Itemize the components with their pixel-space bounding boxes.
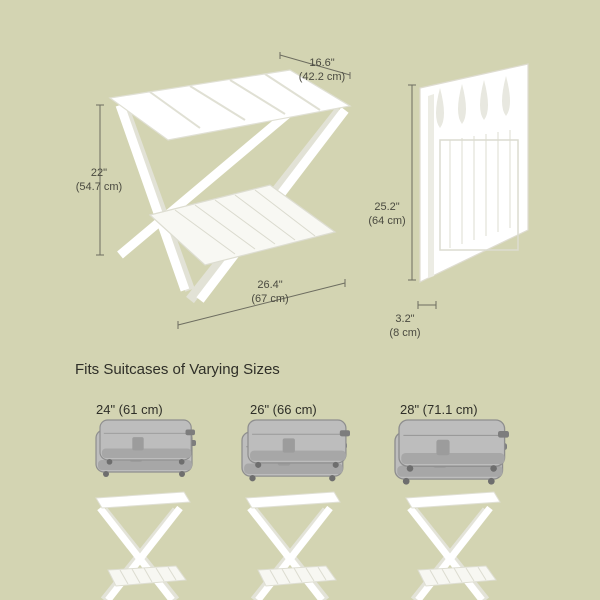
rack-with-suitcase-2 (241, 419, 351, 600)
rack-with-suitcase-3 (394, 419, 510, 600)
length-inches: 26.4" (257, 279, 283, 291)
width-inches: 16.6" (309, 57, 335, 69)
folded-rack-illustration (419, 63, 529, 283)
size-label-28: 28" (71.1 cm) (400, 402, 478, 417)
height-dimension: 22" (54.7 cm) (64, 166, 134, 194)
length-dimension: 26.4" (67 cm) (240, 278, 300, 306)
section-heading: Fits Suitcases of Varying Sizes (75, 361, 280, 378)
height-cm: (54.7 cm) (75, 181, 123, 193)
width-cm: (42.2 cm) (298, 71, 346, 83)
folded-height-inches: 25.2" (374, 201, 400, 213)
folded-depth-inches: 3.2" (395, 313, 415, 325)
main-rack-illustration (108, 69, 352, 304)
size-label-26: 26" (66 cm) (250, 402, 317, 417)
folded-depth-dimension: 3.2" (8 cm) (380, 312, 430, 340)
folded-height-dimension: 25.2" (64 cm) (362, 200, 412, 228)
folded-depth-cm: (8 cm) (389, 327, 421, 339)
height-inches: 22" (90, 167, 108, 179)
rack-with-suitcase-1 (96, 419, 197, 600)
size-label-24: 24" (61 cm) (96, 402, 163, 417)
folded-height-cm: (64 cm) (368, 215, 406, 227)
dimension-lines (96, 52, 437, 329)
width-dimension: 16.6" (42.2 cm) (292, 56, 352, 84)
length-cm: (67 cm) (251, 293, 289, 305)
